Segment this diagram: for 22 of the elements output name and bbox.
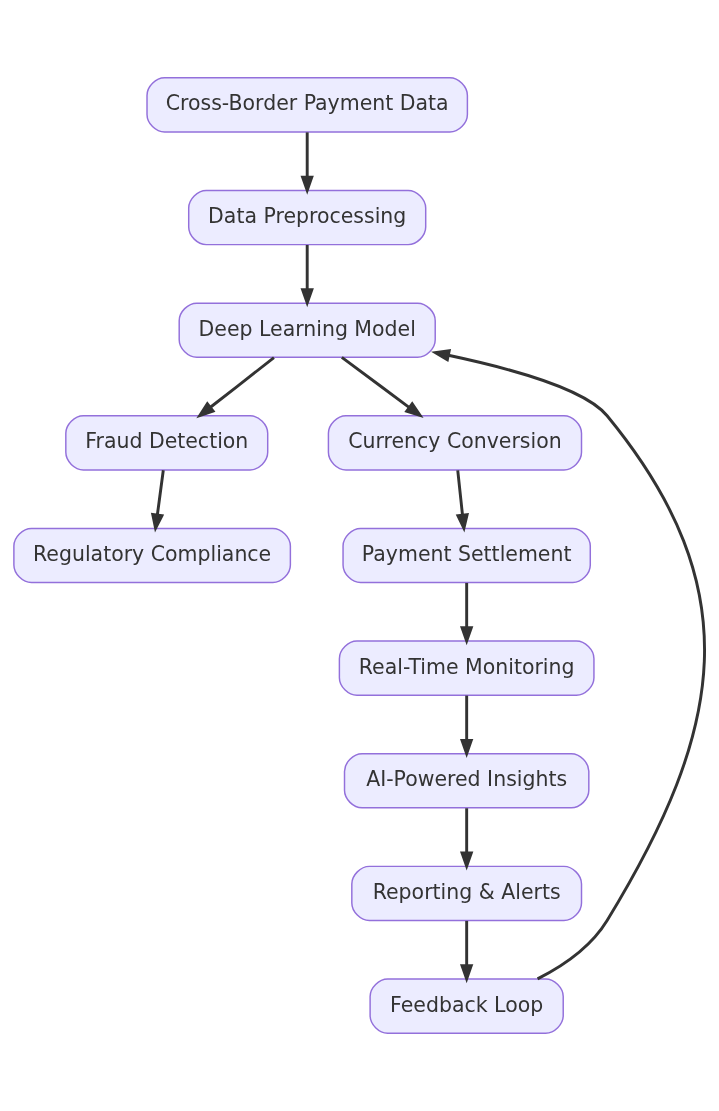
arrow bbox=[431, 349, 706, 981]
node-box: Fraud Detection bbox=[65, 415, 269, 471]
node-box: Deep Learning Model bbox=[178, 302, 436, 358]
node-box: AI-Powered Insights bbox=[343, 753, 590, 809]
arrow bbox=[196, 356, 275, 419]
node-box: Reporting & Alerts bbox=[351, 865, 583, 922]
arrow bbox=[460, 808, 474, 871]
arrow bbox=[460, 920, 474, 984]
arrow bbox=[300, 132, 314, 195]
arrow bbox=[150, 470, 165, 533]
node-box: Cross-Border Payment Data bbox=[146, 77, 469, 133]
arrow bbox=[455, 470, 469, 533]
node-box: Payment Settlement bbox=[342, 527, 591, 584]
node-box: Data Preprocessing bbox=[188, 189, 427, 246]
arrow bbox=[340, 356, 424, 419]
node-box: Regulatory Compliance bbox=[13, 527, 292, 584]
arrow bbox=[460, 695, 474, 758]
node-box: Real-Time Monitoring bbox=[338, 640, 595, 696]
arrow bbox=[300, 245, 314, 308]
node-box: Currency Conversion bbox=[327, 415, 583, 471]
arrow bbox=[460, 582, 474, 646]
node-box: Feedback Loop bbox=[369, 978, 564, 1034]
